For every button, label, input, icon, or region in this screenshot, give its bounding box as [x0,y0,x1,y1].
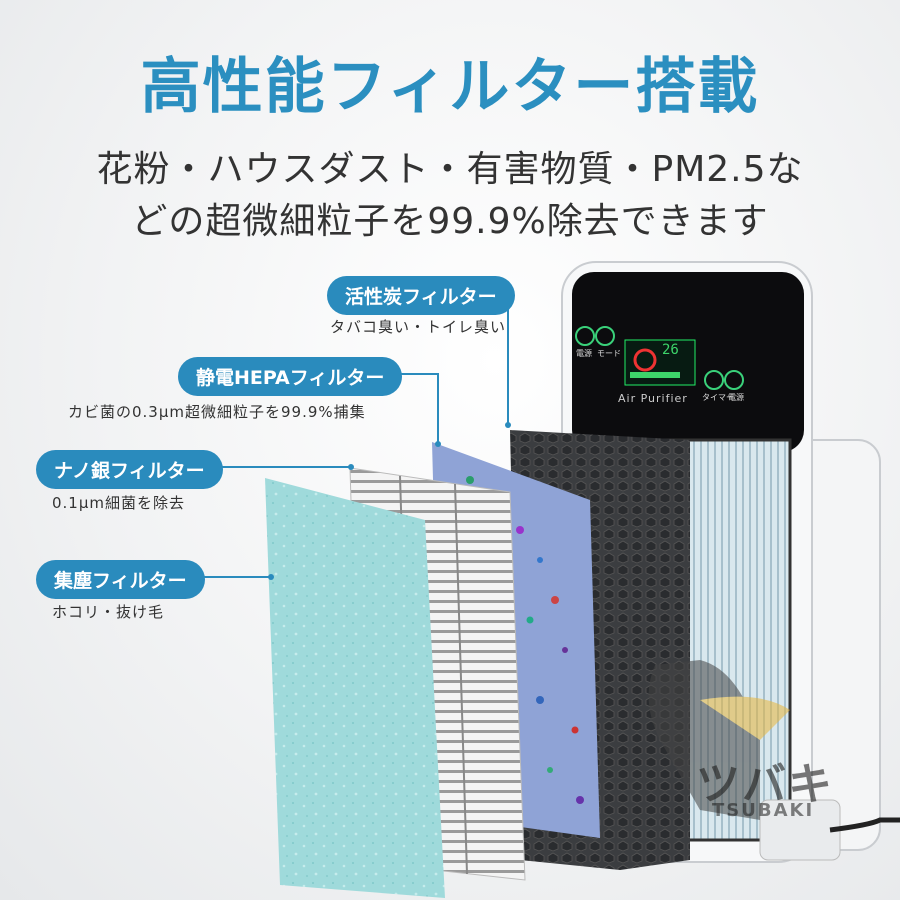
power-button-label: 電源 [576,349,592,358]
dust-filter [265,478,445,898]
page-title: 高性能フィルター搭載 [140,52,760,122]
hepa-connector-h [400,373,438,375]
tsubaki-watermark [648,660,790,820]
hepa-connector-dot [435,441,441,447]
subtitle-line-1: 花粉・ハウスダスト・有害物質・PM2.5な [96,149,804,190]
nano-silver-connector-dot [348,464,354,470]
hepa-filter-desc: カビ菌の0.3μm超微細粒子を99.9%捕集 [68,403,366,421]
subtitle-line-2: どの超微細粒子を99.9%除去できます [131,201,769,242]
mode-button-label: モード [597,349,621,358]
hepa-connector-v [437,373,439,443]
timer-button-label: タイマー [702,393,734,402]
watermark-jp: ツバキ [696,759,834,810]
carbon-connector-dot [505,422,511,428]
dust-connector-dot [268,574,274,580]
nano-silver-filter-label: ナノ銀フィルター [36,450,223,489]
dust-filter-label: 集塵フィルター [36,560,205,599]
nano-silver-filter-desc: 0.1μm細菌を除去 [52,494,186,512]
power-button-right-label: 電源 [728,393,744,402]
carbon-filter-label: 活性炭フィルター [327,276,515,315]
control-panel [575,326,744,390]
carbon-connector-h [480,292,508,294]
air-purifier-brand-text: Air Purifier [618,392,688,405]
nano-silver-connector [210,466,350,468]
dust-filter-desc: ホコリ・抜け毛 [52,603,165,621]
watermark-en: TSUBAKI [712,800,815,821]
carbon-connector-v [507,292,509,424]
dust-connector [190,576,270,578]
carbon-filter-desc: タバコ臭い・トイレ臭い [330,318,507,336]
display-value: 26 [662,342,679,358]
hepa-filter-label: 静電HEPAフィルター [178,357,403,396]
